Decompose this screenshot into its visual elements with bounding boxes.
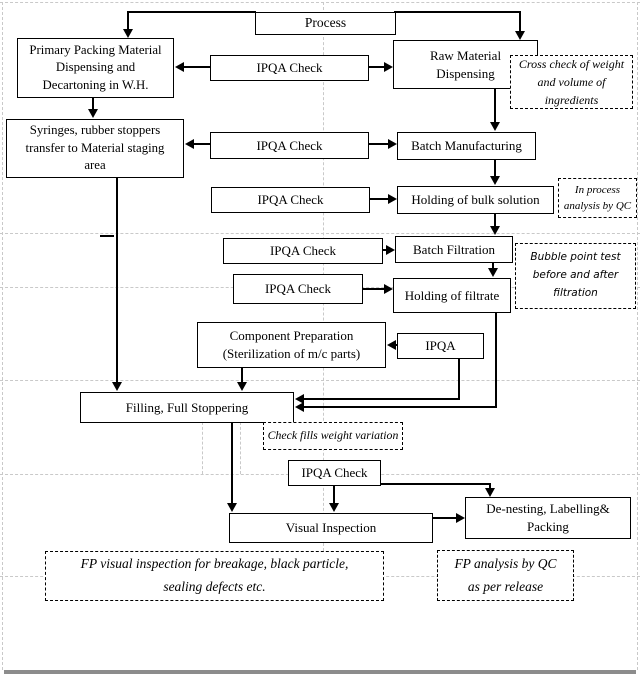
connector bbox=[380, 483, 491, 485]
in-process-note: In process analysis by QC bbox=[558, 178, 637, 218]
connector bbox=[368, 143, 390, 145]
connector bbox=[382, 249, 388, 251]
component-preparation-node: Component Preparation (Sterilization of … bbox=[197, 322, 386, 368]
arrowhead-left bbox=[295, 394, 304, 404]
batch-filtration-node: Batch Filtration bbox=[395, 236, 513, 263]
connector bbox=[495, 312, 497, 408]
gridline-vertical bbox=[240, 422, 241, 474]
arrowhead-left bbox=[295, 402, 304, 412]
arrowhead-right bbox=[386, 245, 395, 255]
connector bbox=[494, 160, 496, 178]
arrowhead-down bbox=[515, 31, 525, 40]
arrowhead-down bbox=[488, 268, 498, 277]
arrowhead-right bbox=[388, 194, 397, 204]
ipqa-node: IPQA bbox=[397, 333, 484, 359]
connector bbox=[492, 263, 494, 270]
check-fills-note: Check fills weight variation bbox=[263, 422, 403, 450]
cross-check-note: Cross check of weight and volume of ingr… bbox=[510, 55, 633, 109]
arrowhead-left bbox=[387, 340, 396, 350]
connector bbox=[369, 198, 388, 200]
connector bbox=[127, 11, 129, 30]
process-node: Process bbox=[255, 12, 396, 35]
gridline-horizontal bbox=[0, 2, 640, 3]
connector bbox=[333, 485, 335, 505]
connector bbox=[494, 88, 496, 124]
connector bbox=[519, 11, 521, 32]
gridline-vertical bbox=[202, 422, 203, 474]
arrowhead-down bbox=[490, 122, 500, 131]
ipqa-check-3-node: IPQA Check bbox=[211, 187, 370, 213]
primary-packing-node: Primary Packing Material Dispensing and … bbox=[17, 38, 174, 98]
connector bbox=[362, 288, 386, 290]
arrowhead-left bbox=[175, 62, 184, 72]
connector bbox=[494, 213, 496, 228]
arrowhead-right bbox=[384, 284, 393, 294]
gridline-vertical bbox=[2, 2, 3, 670]
filling-node: Filling, Full Stoppering bbox=[80, 392, 294, 423]
raw-material-node: Raw Material Dispensing bbox=[393, 40, 538, 89]
gridline-horizontal bbox=[0, 380, 640, 381]
batch-manufacturing-node: Batch Manufacturing bbox=[397, 132, 536, 160]
connector bbox=[92, 97, 94, 111]
connector bbox=[231, 422, 233, 505]
arrowhead-down bbox=[490, 226, 500, 235]
ipqa-check-6-node: IPQA Check bbox=[288, 460, 381, 486]
connector bbox=[432, 517, 456, 519]
gridline-vertical bbox=[637, 2, 638, 670]
page-edge-bar bbox=[4, 670, 636, 674]
arrowhead-down bbox=[490, 176, 500, 185]
connector bbox=[178, 66, 210, 68]
arrowhead-left bbox=[185, 139, 194, 149]
visual-inspection-node: Visual Inspection bbox=[229, 513, 433, 543]
gridline-horizontal bbox=[0, 233, 640, 234]
denesting-node: De-nesting, Labelling& Packing bbox=[465, 497, 631, 539]
arrowhead-down bbox=[237, 382, 247, 391]
connector bbox=[116, 177, 118, 384]
arrowhead-down bbox=[123, 29, 133, 38]
arrowhead-down bbox=[112, 382, 122, 391]
arrowhead-down bbox=[329, 503, 339, 512]
ipqa-check-5-node: IPQA Check bbox=[233, 274, 363, 304]
arrowhead-down bbox=[485, 488, 495, 497]
arrowhead-down bbox=[88, 109, 98, 118]
ipqa-check-1-node: IPQA Check bbox=[210, 55, 369, 81]
ipqa-check-2-node: IPQA Check bbox=[210, 132, 369, 159]
arrowhead-right bbox=[384, 62, 393, 72]
connector bbox=[127, 11, 256, 13]
connector bbox=[394, 11, 521, 13]
arrowhead-right bbox=[456, 513, 465, 523]
arrowhead-right bbox=[388, 139, 397, 149]
connector bbox=[301, 406, 497, 408]
arrowhead-down bbox=[227, 503, 237, 512]
dash-mark bbox=[100, 235, 114, 237]
ipqa-check-4-node: IPQA Check bbox=[223, 238, 383, 264]
bubble-point-note: Bubble point test before and after filtr… bbox=[515, 243, 636, 309]
fp-analysis-note: FP analysis by QC as per release bbox=[437, 550, 574, 601]
syringes-node: Syringes, rubber stoppers transfer to Ma… bbox=[6, 119, 184, 178]
connector bbox=[241, 367, 243, 384]
holding-bulk-node: Holding of bulk solution bbox=[397, 186, 554, 214]
connector bbox=[368, 66, 386, 68]
connector bbox=[188, 143, 210, 145]
connector bbox=[458, 358, 460, 400]
holding-filtrate-node: Holding of filtrate bbox=[393, 278, 511, 313]
connector bbox=[301, 398, 460, 400]
connector bbox=[489, 483, 491, 489]
fp-visual-note: FP visual inspection for breakage, black… bbox=[45, 551, 384, 601]
